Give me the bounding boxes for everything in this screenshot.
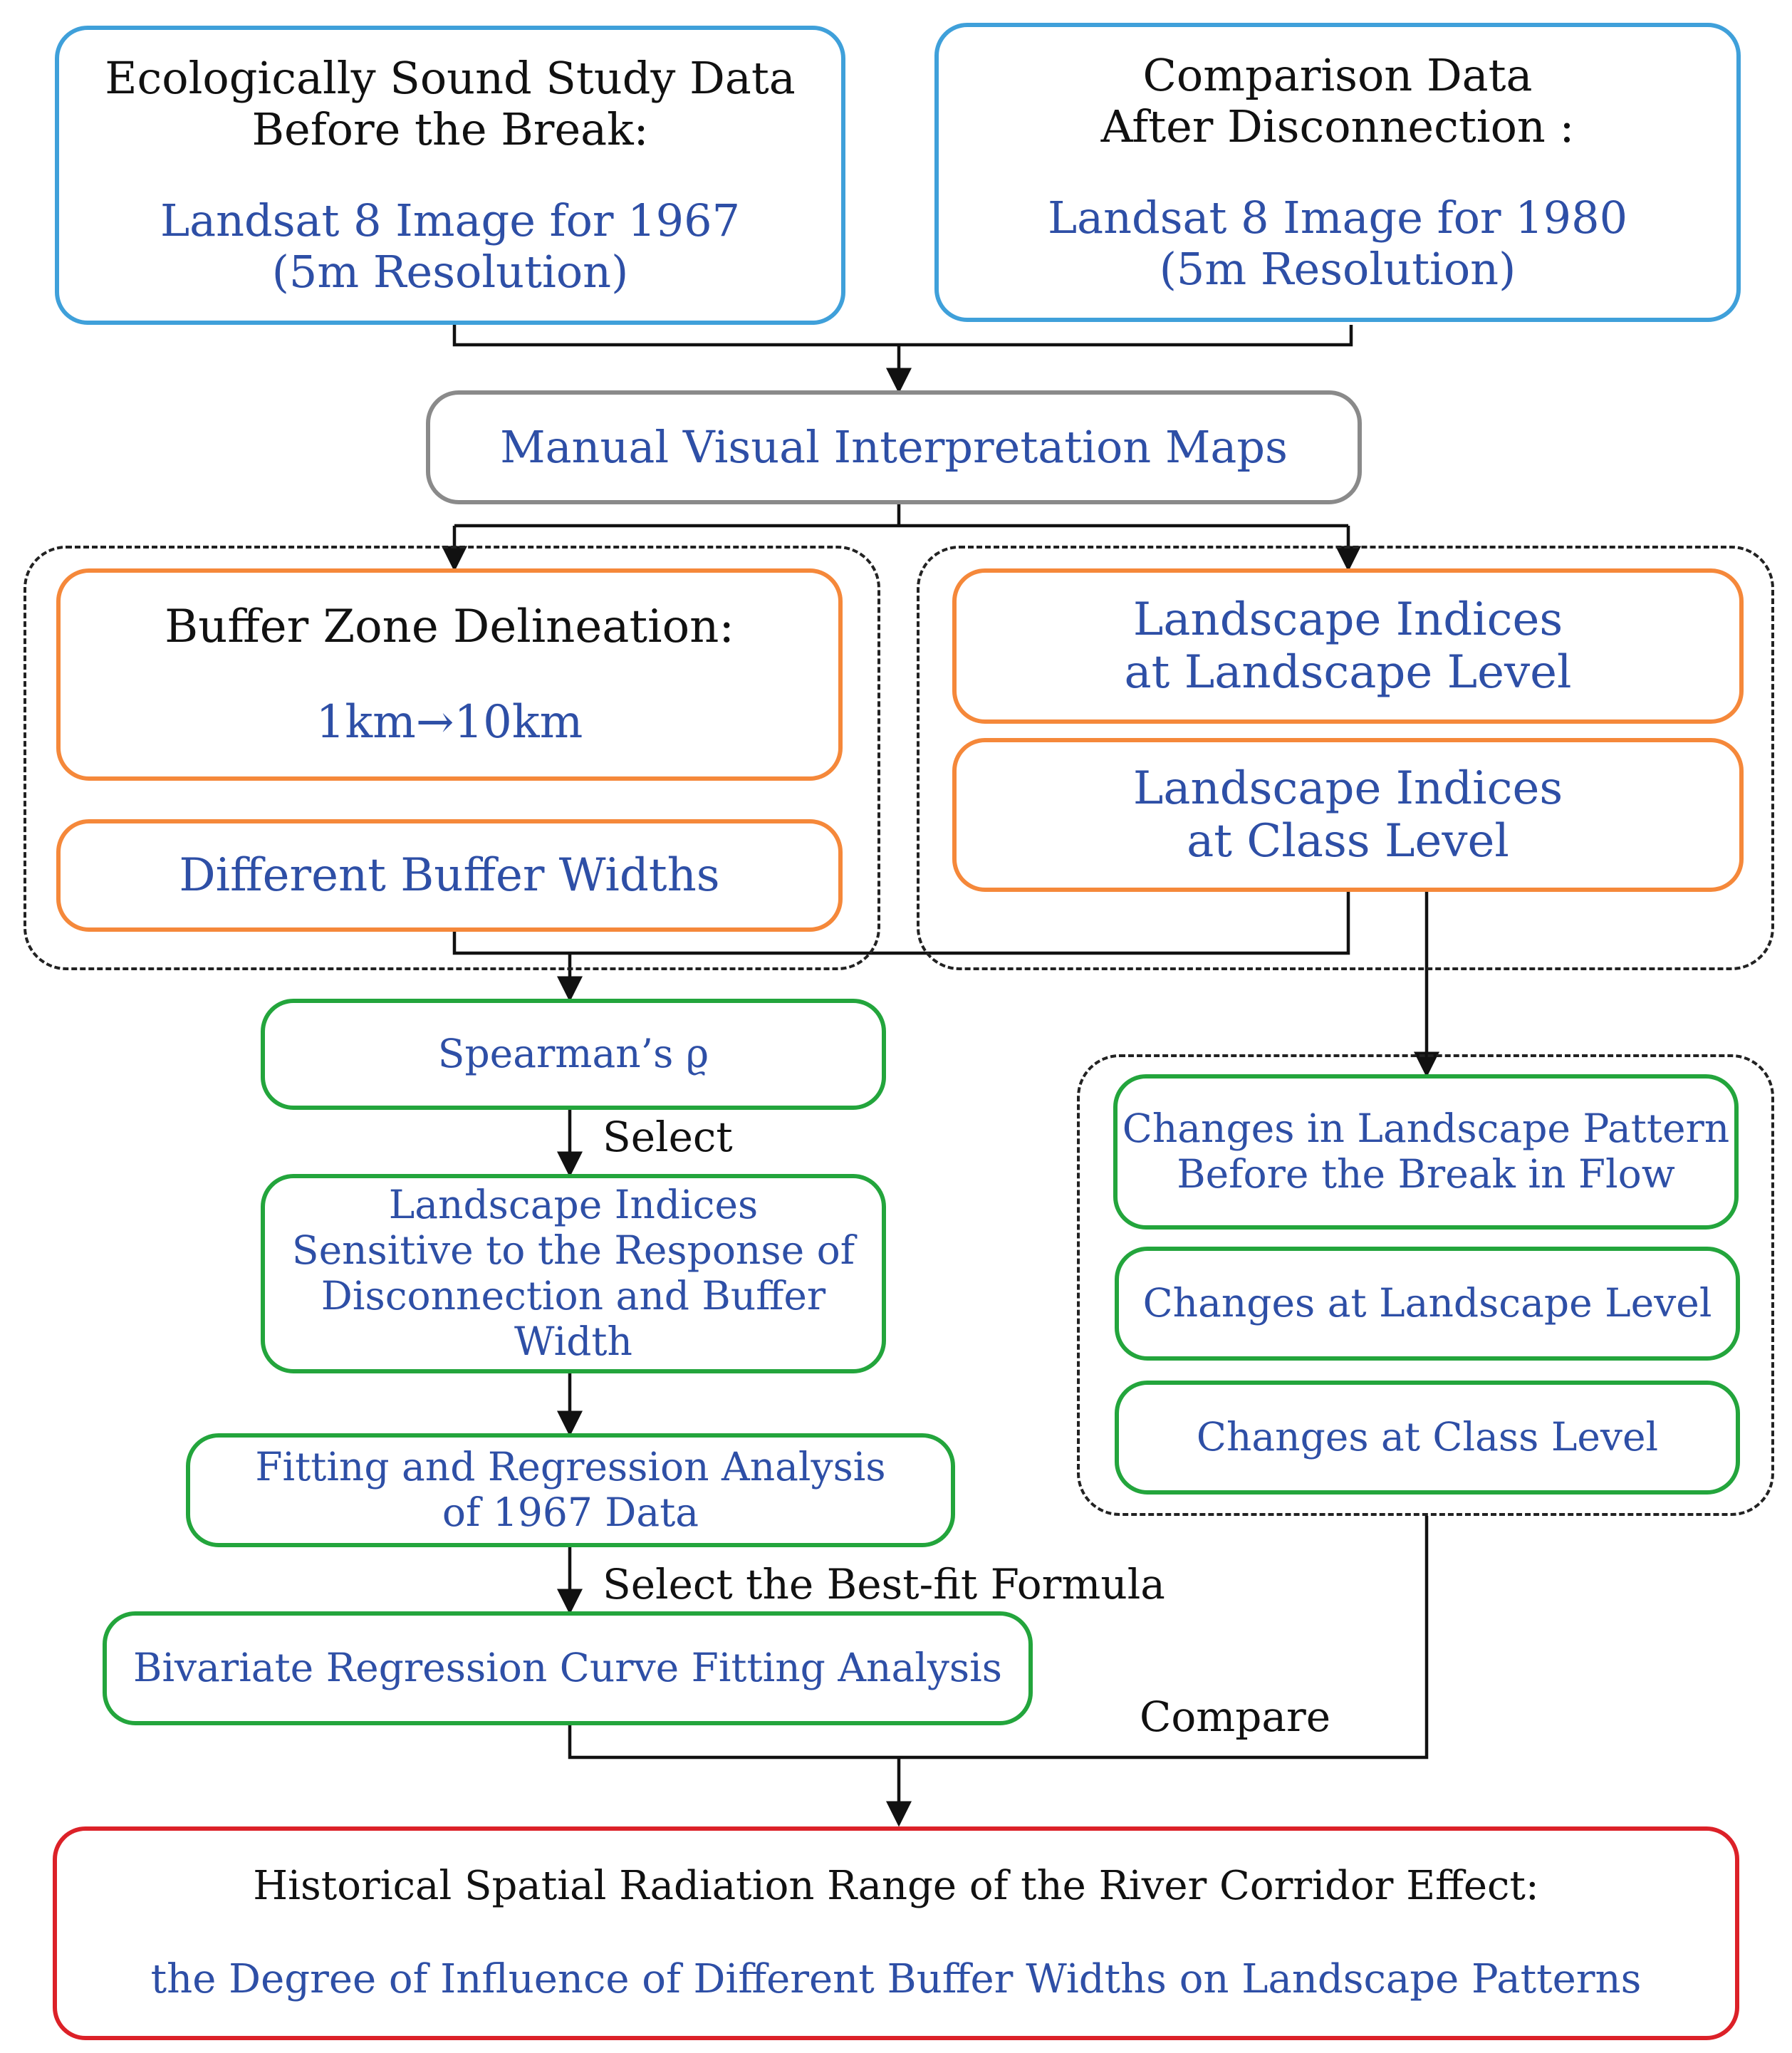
changes-landscape-level-label: Changes at Landscape Level [1142,1280,1712,1326]
fitting-line-2: of 1967 Data [442,1490,699,1535]
input-after-heading-2: After Disconnection : [1100,100,1575,153]
indices-landscape-line-1: Landscape Indices [1132,593,1563,646]
connector-input-merge [452,325,1353,347]
input-before-body-2: (5m Resolution) [271,245,629,298]
conclusion-box: Historical Spatial Radiation Range of th… [53,1826,1739,2040]
changes-pattern-line-1: Changes in Landscape Pattern [1122,1106,1730,1152]
buffer-delineation-heading: Buffer Zone Delineation: [165,600,734,653]
conclusion-heading: Historical Spatial Radiation Range of th… [253,1863,1539,1910]
interpretation-box: Manual Visual Interpretation Maps [426,390,1362,504]
fitting-box: Fitting and Regression Analysis of 1967 … [186,1433,955,1547]
changes-group-frame [1077,1054,1774,1516]
buffer-group-frame [24,546,880,970]
input-before-heading-2: Before the Break: [251,103,649,156]
indices-group-frame [917,546,1774,970]
input-after-body-2: (5m Resolution) [1159,242,1516,295]
sensitive-indices-line-1: Landscape Indices [388,1182,759,1228]
changes-class-level-label: Changes at Class Level [1196,1414,1659,1460]
connector-final-merge [568,1516,1429,1760]
indices-landscape-line-2: at Landscape Level [1124,646,1572,699]
indices-class-line-1: Landscape Indices [1132,762,1563,815]
compare-label: Compare [1140,1693,1331,1741]
indices-class-line-2: at Class Level [1187,815,1509,868]
select-label: Select [603,1113,733,1161]
interpretation-label: Manual Visual Interpretation Maps [500,421,1288,474]
changes-class-level-box: Changes at Class Level [1115,1381,1740,1495]
input-before-heading-1: Ecologically Sound Study Data [105,52,796,105]
buffer-widths-label: Different Buffer Widths [179,848,720,902]
conclusion-body: the Degree of Influence of Different Buf… [150,1956,1642,2002]
spearman-label: Spearman’s ϱ [437,1031,709,1077]
indices-class-box: Landscape Indices at Class Level [952,738,1744,892]
input-after-heading-1: Comparison Data [1142,49,1533,102]
buffer-widths-box: Different Buffer Widths [56,819,843,932]
best-fit-label: Select the Best-fit Formula [603,1560,1165,1608]
connector-groups-merge [452,892,1350,955]
changes-landscape-level-box: Changes at Landscape Level [1115,1247,1740,1361]
sensitive-indices-line-3: Disconnection and Buffer Width [321,1273,826,1364]
indices-landscape-box: Landscape Indices at Landscape Level [952,568,1744,724]
input-after-body-1: Landsat 8 Image for 1980 [1047,192,1628,244]
sensitive-indices-box: Landscape Indices Sensitive to the Respo… [261,1174,886,1373]
connector-interpretation-split [454,504,1348,528]
input-before-box: Ecologically Sound Study Data Before the… [55,26,845,325]
bivariate-label: Bivariate Regression Curve Fitting Analy… [133,1645,1002,1691]
sensitive-indices-line-2: Sensitive to the Response of [291,1227,855,1274]
fitting-line-1: Fitting and Regression Analysis [255,1444,886,1490]
buffer-delineation-range: 1km→10km [316,696,583,749]
changes-pattern-line-2: Before the Break in Flow [1177,1151,1675,1197]
changes-pattern-box: Changes in Landscape Pattern Before the … [1113,1074,1739,1230]
input-after-box: Comparison Data After Disconnection : La… [934,23,1741,322]
input-before-body-1: Landsat 8 Image for 1967 [160,194,741,246]
bivariate-box: Bivariate Regression Curve Fitting Analy… [103,1611,1033,1725]
buffer-delineation-box: Buffer Zone Delineation: 1km→10km [56,568,843,781]
spearman-box: Spearman’s ϱ [261,999,886,1110]
